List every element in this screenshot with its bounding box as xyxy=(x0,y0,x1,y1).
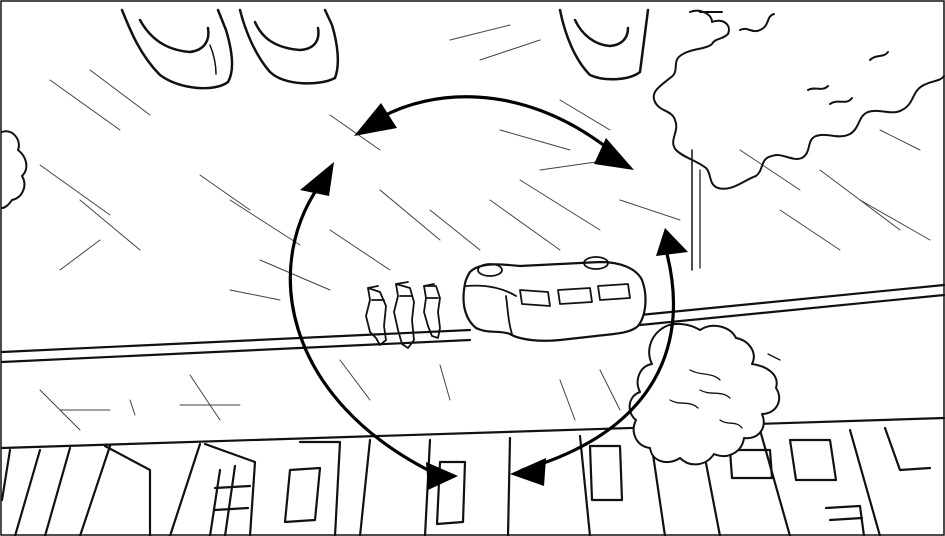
van-window-1 xyxy=(519,289,551,307)
parked-car-left xyxy=(120,8,234,90)
pedestrian-2 xyxy=(393,281,415,349)
camera-orbit-arrows xyxy=(288,95,688,490)
arrowhead-left-up xyxy=(300,162,334,196)
parked-car-middle xyxy=(238,8,340,85)
sidewalk-hatching xyxy=(39,359,621,431)
orbit-arc-right xyxy=(520,248,676,472)
arrowhead-right-up xyxy=(656,228,688,256)
orbit-arc-left xyxy=(288,176,442,478)
ground-hatching xyxy=(39,24,931,301)
tree-left-edge xyxy=(1,130,28,209)
van-window-2 xyxy=(557,287,593,305)
street-curb xyxy=(0,283,945,364)
buildings-bottom xyxy=(0,416,945,536)
van-wheel-front xyxy=(477,263,503,277)
arrowhead-top-right xyxy=(594,138,634,170)
arrowhead-top-left xyxy=(354,103,397,136)
tree-top-right xyxy=(652,9,945,271)
tree-bottom-right xyxy=(628,323,781,466)
parked-car-right xyxy=(558,8,650,81)
van xyxy=(462,256,647,342)
pedestrian-group xyxy=(365,281,441,349)
arrowhead-bottom-left xyxy=(426,462,458,490)
pedestrian-3 xyxy=(423,283,441,339)
orbit-arc-top xyxy=(378,95,612,152)
pedestrian-1 xyxy=(365,285,387,346)
van-window-3 xyxy=(597,283,631,301)
arrowhead-bottom-right xyxy=(510,458,546,486)
van-wheel-back xyxy=(583,256,609,270)
